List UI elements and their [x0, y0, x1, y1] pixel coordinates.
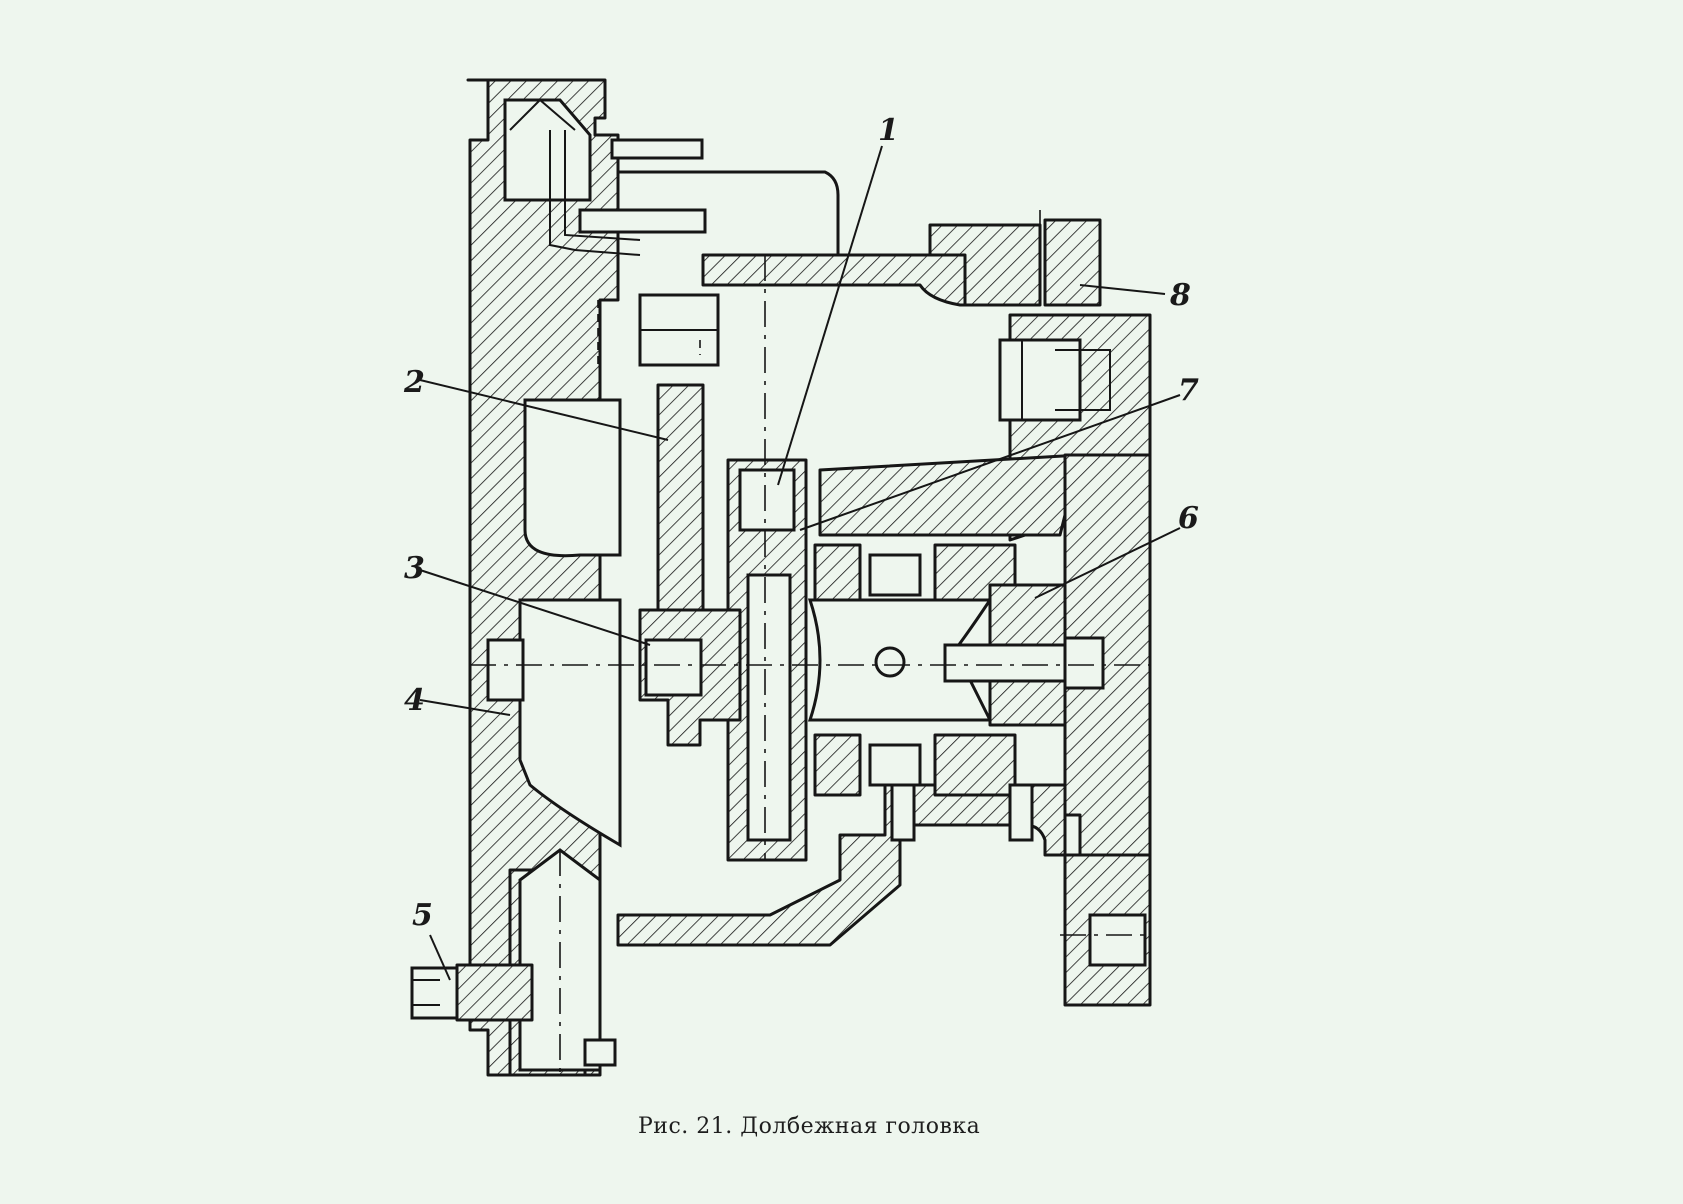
crank-arm: [638, 293, 808, 862]
callout-3: 3: [404, 551, 425, 586]
callout-5: 5: [412, 898, 433, 933]
callout-1: 1: [878, 113, 899, 148]
figure-caption: Рис. 21. Долбежная головка: [638, 1114, 980, 1139]
spindle-bearings: [807, 543, 1105, 842]
callout-2: 2: [403, 365, 425, 400]
housing-body: [466, 78, 707, 1077]
callout-4: 4: [404, 683, 425, 718]
callout-8: 8: [1169, 278, 1191, 313]
right-body: [818, 313, 1152, 1007]
callout-labels: 1 2 3 4 5 6 7 8: [403, 113, 1199, 933]
center-lines: [470, 210, 1150, 1080]
leader-lines: [419, 145, 1181, 981]
callout-6: 6: [1178, 501, 1199, 536]
lower-bridge: [616, 783, 1067, 947]
callout-7: 7: [1178, 373, 1199, 408]
upper-bridge: [618, 170, 1102, 307]
